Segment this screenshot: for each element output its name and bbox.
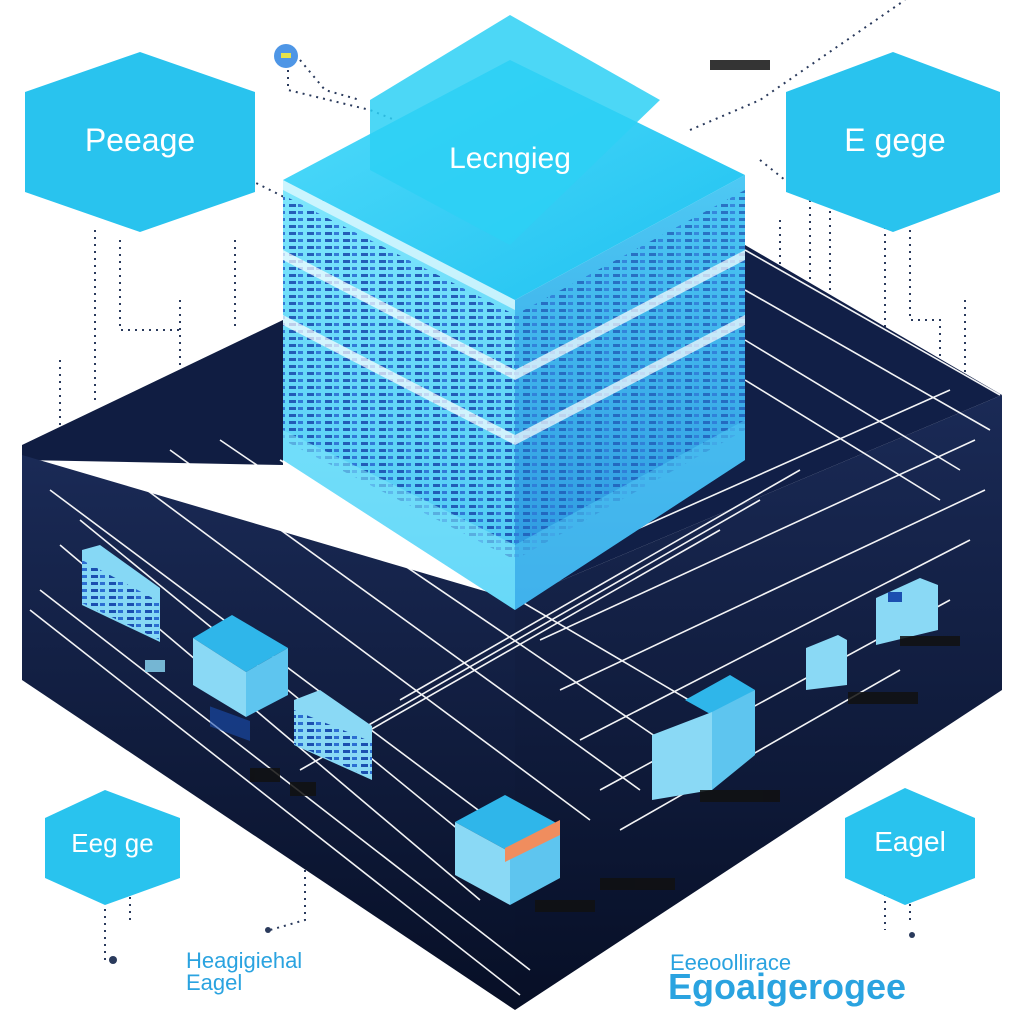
caption-bottom-left-line1: Heagigiehal — [186, 948, 303, 973]
caption-bottom-right-line2: Egoaigerogee — [668, 966, 907, 1007]
hex-node-bottom-left — [45, 790, 180, 905]
hex-label-bottom-left: Eeg ge — [71, 828, 154, 858]
hex-node-top-left — [25, 52, 255, 232]
device-server-rack-left — [82, 545, 165, 672]
endpoint-dot-icon — [265, 927, 271, 933]
status-dot-icon — [274, 44, 298, 68]
hex-label-top-right: E gege — [844, 122, 946, 158]
hex-node-top-right — [786, 52, 1000, 232]
device-labels — [250, 60, 960, 912]
device-server-rack-2 — [294, 690, 372, 780]
cube-top-label: Lecngieg — [449, 142, 571, 175]
platform — [22, 245, 1002, 1010]
device-server-unit-2 — [876, 578, 938, 645]
device-switch-2 — [455, 795, 560, 905]
caption-bottom-right-line1: Eeeoollirace — [670, 950, 792, 975]
device-server-unit-1 — [806, 635, 847, 690]
caption-bottom-left-line2: Eagel — [186, 970, 243, 995]
device-switch-3 — [652, 675, 755, 800]
hex-label-bottom-right: Eagel — [874, 826, 946, 857]
device-switch-1 — [193, 615, 288, 741]
central-cube — [283, 15, 745, 610]
hex-node-bottom-right — [845, 788, 975, 905]
endpoint-dot-icon — [109, 956, 117, 964]
endpoint-dot-icon — [909, 932, 915, 938]
hex-label-top-left: Peeage — [84, 122, 196, 158]
